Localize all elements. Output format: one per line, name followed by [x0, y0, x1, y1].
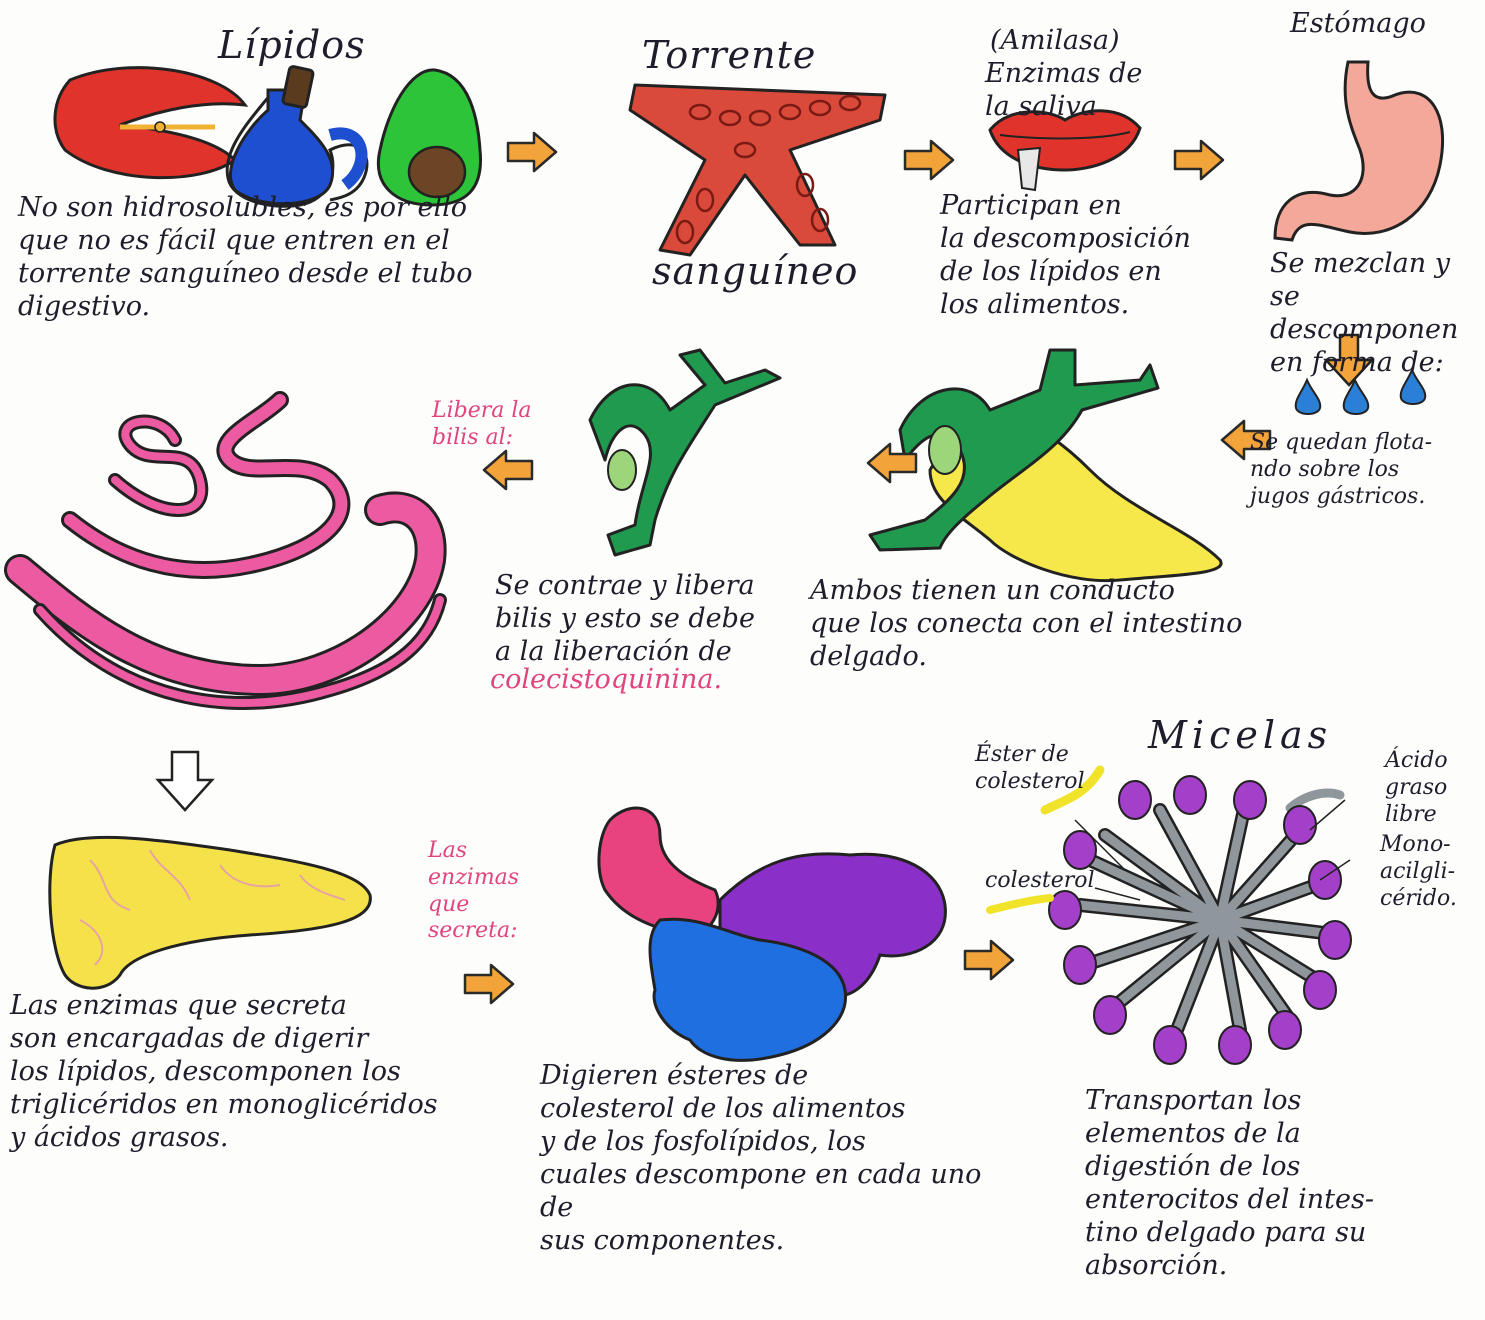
se-contrae-text: Se contrae y libera bilis y esto se debe… — [495, 570, 805, 669]
micelas-title: Micelas — [1148, 712, 1332, 758]
pancreas-illustration — [50, 837, 371, 988]
torrente-title: Torrente — [642, 32, 816, 78]
arrow-right-3 — [1175, 141, 1223, 179]
stomach-illustration — [1275, 62, 1443, 240]
digieren-text: Digieren ésteres de colesterol de los al… — [540, 1060, 1020, 1258]
se-mezclan-text: Se mezclan y se descomponen en forma de: — [1270, 248, 1480, 380]
colecistoquinina-label: colecistoquinina. — [490, 664, 722, 697]
libera-bilis-label: Libera la bilis al: — [432, 398, 532, 452]
micelle-illustration — [990, 770, 1351, 1064]
arrow-right-2 — [905, 141, 953, 179]
lipidos-description: No son hidrosolubles, es por ello que no… — [18, 192, 618, 324]
liver-pancreas-illustration — [870, 350, 1221, 581]
lipidos-title: Lípidos — [218, 22, 366, 68]
pancreas-description: Las enzimas que secreta son encargadas d… — [10, 990, 470, 1155]
arrow-down-outline — [158, 752, 212, 810]
transportan-text: Transportan los elementos de la digestió… — [1085, 1085, 1475, 1283]
oil-jar-illustration — [227, 66, 367, 206]
ambos-text: Ambos tienen un conducto que los conecta… — [810, 575, 1280, 674]
arrow-right-5 — [965, 941, 1013, 979]
small-intestine-illustration — [20, 400, 440, 703]
colesterol-label: colesterol — [985, 868, 1095, 895]
gallbladder-illustration — [590, 350, 780, 555]
enzimas-saliva-label: Enzimas de la saliva — [985, 58, 1142, 124]
acido-graso-libre-label: Ácido graso libre — [1385, 748, 1448, 828]
amilasa-label: (Amilasa) — [990, 25, 1120, 58]
salmon-steak-illustration — [55, 68, 245, 178]
se-quedan-text: Se quedan flota- ndo sobre los jugos gás… — [1250, 430, 1480, 510]
arrow-right-1 — [508, 133, 556, 171]
estomago-title: Estómago — [1290, 8, 1426, 41]
participan-text: Participan en la descomposición de los l… — [940, 190, 1240, 322]
enzimas-secreta-label: Las enzimas que secreta: — [428, 838, 519, 945]
monoacilglicerido-label: Mono- acilgli- cérido. — [1380, 832, 1457, 912]
blood-vessel-illustration — [630, 85, 885, 255]
arrow-right-4 — [465, 965, 513, 1003]
avocado-illustration — [378, 70, 480, 205]
sanguineo-label: sanguíneo — [652, 248, 858, 294]
arrow-left-3 — [484, 451, 532, 489]
ester-colesterol-label: Éster de colesterol — [975, 742, 1085, 796]
enzymes-illustration — [599, 808, 945, 1060]
